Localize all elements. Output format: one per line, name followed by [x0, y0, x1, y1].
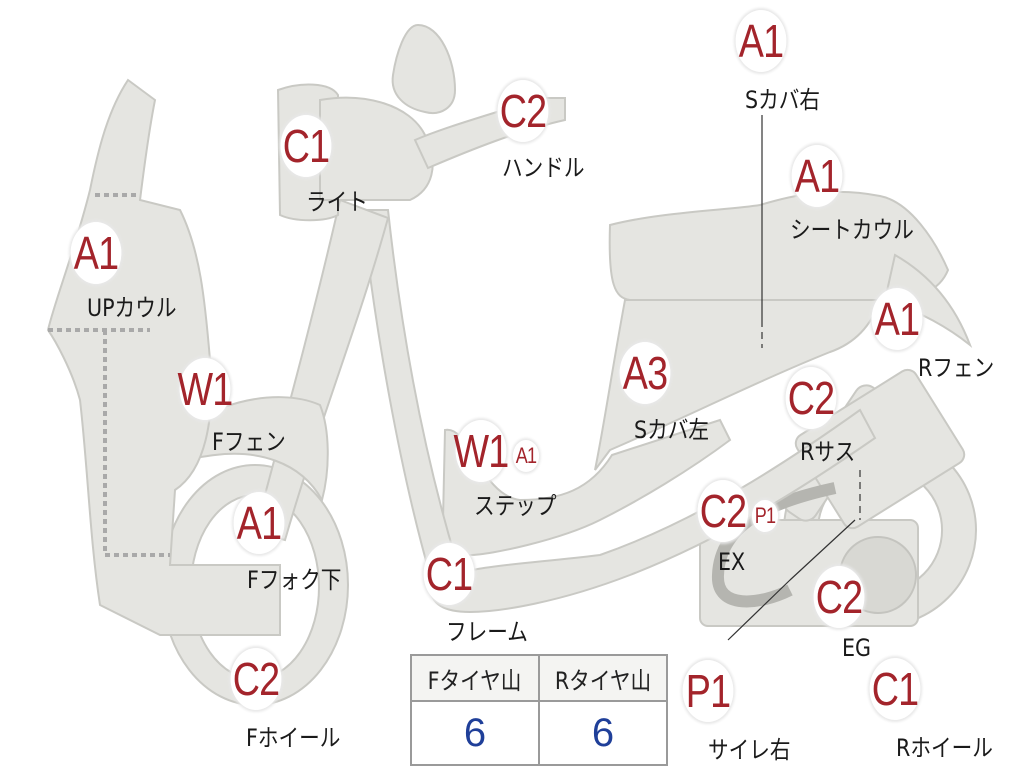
part-label-seat-cowl: シートカウル: [790, 216, 914, 244]
part-label-front-fender: Fフェン: [212, 428, 286, 456]
up-cowl-shape: [46, 78, 281, 636]
part-label-handle: ハンドル: [502, 154, 585, 182]
code-badge-handle: C2: [497, 80, 549, 142]
rear-tire-tread-value: 6: [591, 710, 615, 755]
part-label-rear-fender: Rフェン: [918, 354, 995, 382]
part-label-light: ライト: [306, 188, 368, 216]
code-badge-silencer-right: P1: [682, 660, 734, 722]
part-label-s-cover-right: Sカバ右: [745, 86, 821, 114]
code-badge-s-cover-left: A3: [619, 342, 671, 404]
front-tire-tread-value: 6: [412, 702, 540, 764]
code-badge-rear-fender: A1: [871, 288, 923, 350]
part-label-rear-suspension: Rサス: [800, 438, 856, 466]
code-badge-light: C1: [280, 115, 332, 177]
code-badge-frame: C1: [423, 543, 475, 605]
code-badge-exhaust: C2: [697, 480, 749, 542]
part-label-s-cover-left: Sカバ左: [634, 416, 710, 444]
side-cover-shape: [594, 299, 882, 471]
exhaust-pipe-shape: [712, 482, 837, 608]
code-badge-s-cover-right: A1: [735, 10, 787, 72]
code-badge-exhaust-2: P1: [751, 500, 779, 532]
frame-shape: [428, 408, 877, 614]
down-tube-shape: [360, 209, 458, 577]
part-label-front-wheel: Fホイール: [246, 724, 341, 752]
leader-line-silencer: [727, 519, 856, 641]
front-tire-tread-header: Fタイヤ山: [412, 656, 540, 702]
code-badge-step: W1: [454, 420, 509, 482]
part-label-silencer-right: サイレ右: [708, 736, 791, 764]
code-badge-front-fork-lower: A1: [233, 492, 285, 554]
code-badge-step-2: A1: [512, 440, 540, 472]
part-label-front-fork-lower: Fフォク下: [247, 566, 342, 594]
code-badge-up-cowl: A1: [70, 222, 122, 284]
code-badge-seat-cowl: A1: [791, 145, 843, 207]
tire-tread-table: Fタイヤ山 Rタイヤ山 6 6: [410, 654, 668, 766]
part-label-frame: フレーム: [446, 618, 528, 646]
code-badge-engine: C2: [813, 566, 865, 628]
code-badge-rear-suspension: C2: [785, 367, 837, 429]
part-label-exhaust: EX: [718, 548, 746, 576]
part-label-up-cowl: UPカウル: [87, 294, 177, 322]
part-label-engine: EG: [842, 634, 872, 662]
part-label-step: ステップ: [474, 492, 557, 520]
rear-tire-tread-header: Rタイヤ山: [540, 656, 666, 702]
code-badge-front-fender: W1: [178, 358, 233, 420]
code-badge-rear-wheel: C1: [869, 658, 921, 720]
part-label-rear-wheel: Rホイール: [896, 734, 993, 762]
code-badge-front-wheel: C2: [230, 648, 282, 710]
mirror-shape: [391, 23, 457, 114]
cowl-trim-lines: [48, 193, 170, 557]
